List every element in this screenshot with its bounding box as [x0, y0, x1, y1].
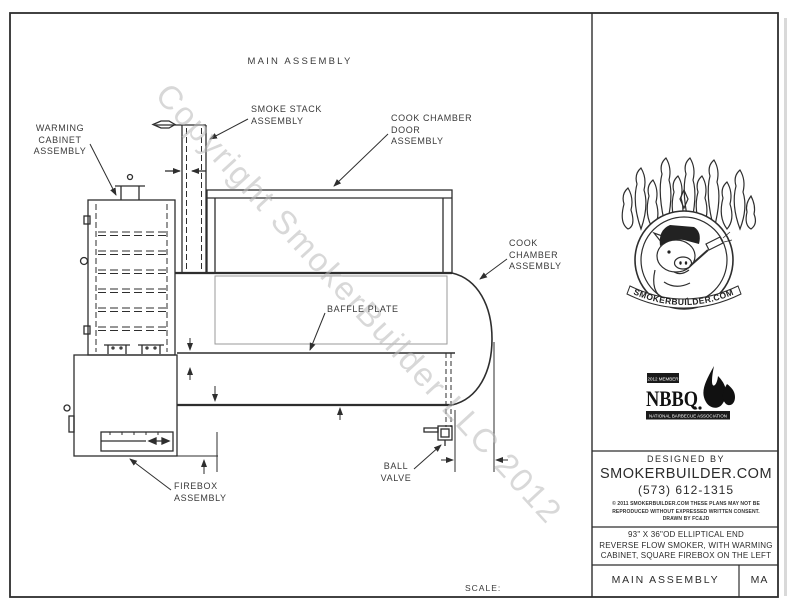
sheet-title: MAIN ASSEMBLY — [611, 574, 720, 586]
sheet-code: MA — [750, 574, 769, 586]
nbbq-association-bar — [646, 411, 730, 420]
sheet-border — [9, 12, 779, 598]
cook-chamber-door-outline — [206, 189, 453, 274]
label-ball-valve: BALL VALVE — [380, 461, 412, 483]
nbbq-logo: 2012 MEMBER NBBQ NATIONAL BARBECUE ASSOC… — [646, 366, 735, 420]
drawing-title: MAIN ASSEMBLY — [247, 56, 353, 67]
ball-valve-symbol — [423, 425, 453, 446]
dimension-lines — [177, 338, 508, 474]
designer-company: SMOKERBUILDER.COM — [599, 466, 773, 482]
legal-line-1: © 2011 SMOKERBUILDER.COM THESE PLANS MAY… — [612, 501, 760, 507]
leader-lines — [89, 118, 508, 491]
description-line-2: REVERSE FLOW SMOKER, WITH WARMING — [599, 540, 773, 550]
warming-cabinet-outline — [79, 173, 176, 356]
nbbq-association-text: NATIONAL BARBECUE ASSOCIATION — [649, 414, 727, 419]
smoke-stack-outline — [151, 120, 207, 273]
description-line-1: 93" X 36"OD ELLIPTICAL END — [628, 530, 744, 539]
logo-pig-welder — [652, 225, 733, 302]
designer-phone: (573) 612-1315 — [637, 483, 735, 497]
nbbq-member-text: 2012 MEMBER — [647, 377, 679, 382]
logo-flames — [621, 157, 757, 232]
nbbq-member-box — [647, 373, 679, 383]
label-baffle-plate: BAFFLE PLATE — [327, 304, 399, 314]
nbbq-acronym: NBBQ — [646, 386, 698, 411]
label-cook-chamber: COOK CHAMBER ASSEMBLY — [509, 238, 562, 271]
designed-by-heading: DESIGNED BY — [646, 454, 725, 464]
label-warming-cabinet: WARMING CABINET ASSEMBLY — [33, 123, 87, 156]
damper-arrow — [147, 437, 171, 445]
cabinet-feet — [104, 344, 164, 354]
legal-line-2: REPRODUCED WITHOUT EXPRESSED WRITTEN CON… — [612, 508, 760, 515]
drain-pipe — [445, 353, 452, 427]
label-firebox: FIREBOX ASSEMBLY — [174, 481, 227, 503]
legal-line-3: DRAWN BY FC&JD — [662, 516, 710, 522]
label-cook-chamber-door: COOK CHAMBER DOOR ASSEMBLY — [391, 113, 473, 146]
description-line-3: CABINET, SQUARE FIREBOX ON THE LEFT — [600, 551, 772, 560]
scale-label: SCALE: — [465, 583, 502, 593]
scan-edge-shadow — [784, 18, 787, 596]
cook-chamber-outline — [175, 271, 493, 427]
cabinet-shelves — [98, 231, 166, 331]
label-smoke-stack: SMOKE STACK ASSEMBLY — [251, 104, 322, 126]
smokerbuilder-logo: SMOKERBUILDER.COM — [621, 157, 757, 310]
nbbq-flame — [693, 366, 735, 410]
firebox-outline — [63, 354, 178, 457]
